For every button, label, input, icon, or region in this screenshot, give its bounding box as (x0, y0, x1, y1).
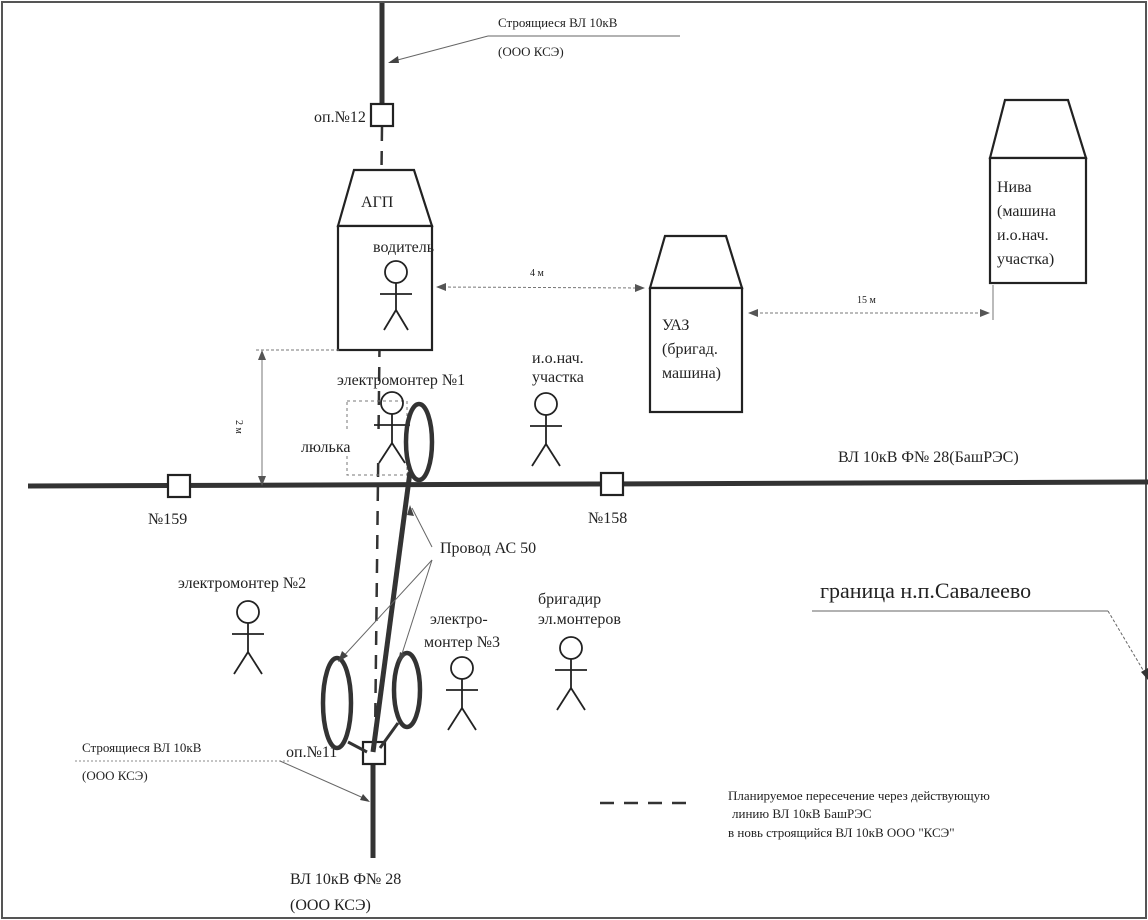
electrician2-figure (232, 600, 264, 675)
wire-loop-right (391, 650, 423, 730)
electrician3-figure (446, 656, 478, 731)
electrician2-label: электромонтер №2 (178, 575, 306, 592)
acting-chief-label-2: участка (532, 369, 584, 386)
foreman-figure (555, 636, 587, 711)
bottom-line-label: ВЛ 10кВ Ф№ 28 (290, 871, 401, 888)
boundary-label: граница н.п.Савалеево (820, 578, 1031, 603)
support-op11-label: оп.№11 (286, 744, 337, 761)
foreman-label-2: эл.монтеров (538, 611, 621, 628)
existing-line (27, 479, 1148, 489)
legend-line-2: линию ВЛ 10кВ БашРЭС (732, 806, 872, 821)
foreman-label-1: бригадир (538, 591, 601, 608)
agp-vehicle: АГП (336, 168, 434, 352)
support-op12 (369, 102, 395, 128)
new-line-top-leader (389, 35, 489, 63)
legend: Планируемое пересечение через действующу… (600, 788, 990, 840)
new-line-bottom-owner: (ООО КСЭ) (82, 768, 148, 783)
new-line-top-arrow (388, 56, 399, 63)
new-line-bottom-arrow (360, 794, 370, 802)
uaz-vehicle: УАЗ (бригад. машина) (648, 234, 744, 414)
niva-label-4: участка) (997, 251, 1054, 268)
existing-line-label: ВЛ 10кВ Ф№ 28(БашРЭС) (838, 449, 1019, 466)
electrician3-label-2: монтер №3 (424, 634, 500, 651)
electrician3-label-1: электро- (430, 611, 488, 628)
wire-loop-left (320, 655, 354, 751)
uaz-cab (648, 234, 744, 290)
acting-chief-label-1: и.о.нач. (532, 350, 584, 367)
uaz-label-3: машина) (662, 365, 721, 382)
driver-label: водитель (373, 239, 434, 256)
dim-uaz-niva: 15 м (748, 285, 994, 320)
support-158 (599, 471, 625, 497)
cradle-label: люлька (301, 439, 350, 456)
uaz-label-1: УАЗ (662, 317, 689, 334)
wire-label: Провод АС 50 (440, 540, 536, 557)
dim-vertical: 2 м (233, 349, 340, 486)
new-line-top-owner: (ООО КСЭ) (498, 44, 564, 59)
dim-vertical-label: 2 м (233, 420, 244, 435)
new-line-top-label: Строящиеся ВЛ 10кВ (498, 15, 618, 30)
legend-line-3: в новь строящийся ВЛ 10кВ ООО "КСЭ" (728, 825, 955, 840)
electrician1-figure (374, 391, 410, 464)
support-159-label: №159 (148, 511, 187, 528)
niva-body (988, 156, 1088, 285)
niva-label-1: Нива (997, 179, 1032, 196)
support-158-label: №158 (588, 510, 627, 527)
wire-ac50 (370, 471, 413, 753)
electrician1-label: электромонтер №1 (337, 372, 465, 389)
support-159 (166, 473, 192, 499)
new-line-bottom-leader (279, 760, 369, 801)
niva-label-2: (машина (997, 203, 1056, 220)
legend-line-1: Планируемое пересечение через действующу… (728, 788, 990, 803)
dim-agp-uaz: 4 м (436, 268, 645, 292)
uaz-label-2: (бригад. (662, 341, 718, 358)
agp-label: АГП (361, 194, 394, 211)
wire-loop-left-tail (347, 740, 368, 754)
dim-agp-uaz-label: 4 м (530, 268, 545, 279)
uaz-body (648, 286, 744, 414)
acting-chief-figure (530, 392, 562, 467)
boundary-arrow (1141, 668, 1148, 680)
bottom-line-owner: (ООО КСЭ) (290, 897, 371, 914)
new-line-bottom-label: Строящиеся ВЛ 10кВ (82, 740, 202, 755)
niva-label-3: и.о.нач. (997, 227, 1049, 244)
wire-leaders (338, 505, 433, 663)
wire-loop-right-tail (378, 722, 400, 749)
support-op12-label: оп.№12 (314, 109, 366, 126)
niva-cab (988, 98, 1088, 160)
driver-figure (380, 260, 412, 331)
dim-uaz-niva-label: 15 м (857, 295, 877, 306)
niva-vehicle: Нива (машина и.о.нач. участка) (988, 98, 1088, 285)
boundary-leader (1107, 610, 1147, 676)
wire-loop-top (403, 401, 435, 483)
existing-line-wire (27, 479, 1148, 489)
